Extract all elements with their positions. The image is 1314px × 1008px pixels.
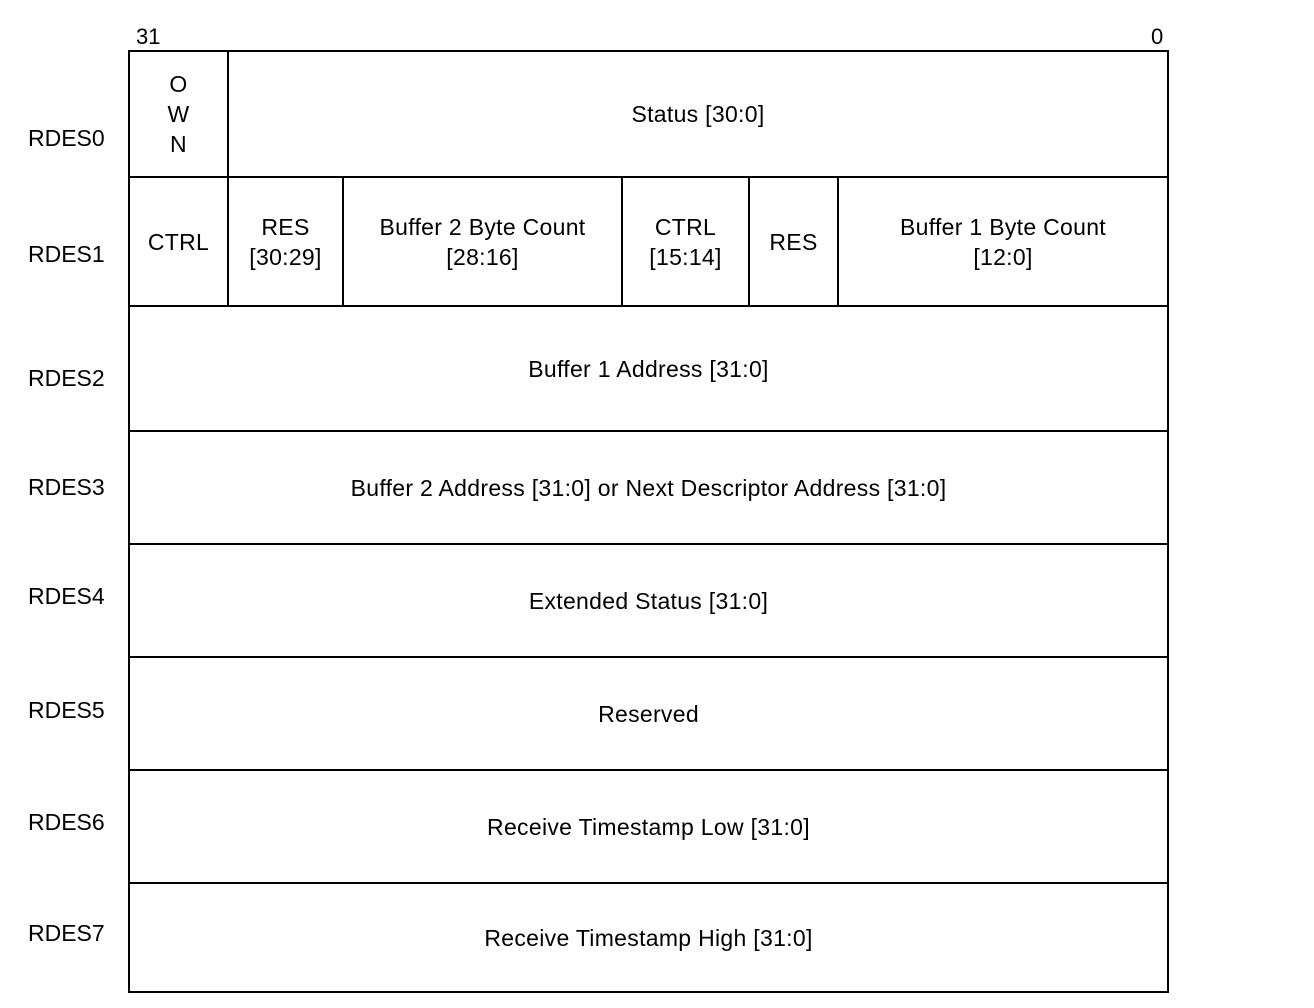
rdes6-row: Receive Timestamp Low [31:0] [130,771,1167,884]
buffer1-byte-count-name: Buffer 1 Byte Count [899,213,1106,240]
rdes7-row: Receive Timestamp High [31:0] [130,884,1167,991]
own-letter-n: N [170,131,187,157]
timestamp-high-cell: Receive Timestamp High [31:0] [484,924,813,951]
rdes1-row: CTRL RES [30:29] Buffer 2 Byte Count [28… [130,178,1167,307]
row-label-rdes3: RDES3 [28,474,105,500]
buffer2-byte-count-bits: [28:16] [446,243,519,270]
res-hi-bits: [30:29] [249,243,322,270]
ctrl-lo-cell: CTRL [15:14] [623,178,750,305]
ctrl-hi-cell: CTRL [130,178,229,305]
timestamp-low-cell: Receive Timestamp Low [31:0] [487,813,810,840]
own-bit-cell: O W N [130,52,229,176]
ctrl-lo-bits: [15:14] [649,243,722,270]
rdes2-row: Buffer 1 Address [31:0] [130,307,1167,432]
row-label-rdes2: RDES2 [28,365,105,391]
rdes0-row: O W N Status [30:0] [130,52,1167,178]
reserved-cell: Reserved [598,700,699,727]
rdes4-row: Extended Status [31:0] [130,545,1167,658]
res-hi-cell: RES [30:29] [229,178,344,305]
res-hi-name: RES [261,213,310,240]
buffer2-byte-count-cell: Buffer 2 Byte Count [28:16] [344,178,623,305]
own-letter-w: W [167,101,190,127]
res-lo-cell: RES [750,178,839,305]
extended-status-cell: Extended Status [31:0] [528,587,769,614]
status-cell: Status [30:0] [631,101,765,127]
buffer1-address-cell: Buffer 1 Address [31:0] [528,355,769,382]
bit-0-label: 0 [1151,24,1164,49]
buffer1-byte-count-cell: Buffer 1 Byte Count [12:0] [839,178,1167,305]
rdes5-row: Reserved [130,658,1167,771]
ctrl-lo-name: CTRL [654,213,717,240]
buffer2-address-cell: Buffer 2 Address [31:0] or Next Descript… [350,474,947,501]
row-label-rdes0: RDES0 [28,125,105,151]
bit-31-label: 31 [136,24,161,49]
row-label-rdes7: RDES7 [28,920,105,946]
row-label-rdes5: RDES5 [28,697,105,723]
descriptor-table: O W N Status [30:0] CTRL RES [30:29] Buf… [128,50,1169,993]
buffer2-byte-count-name: Buffer 2 Byte Count [379,213,586,240]
buffer1-byte-count-bits: [12:0] [973,243,1033,270]
own-letter-o: O [169,71,188,97]
row-label-rdes4: RDES4 [28,583,105,609]
row-label-rdes6: RDES6 [28,809,105,835]
rdes3-row: Buffer 2 Address [31:0] or Next Descript… [130,432,1167,545]
row-label-rdes1: RDES1 [28,241,105,267]
